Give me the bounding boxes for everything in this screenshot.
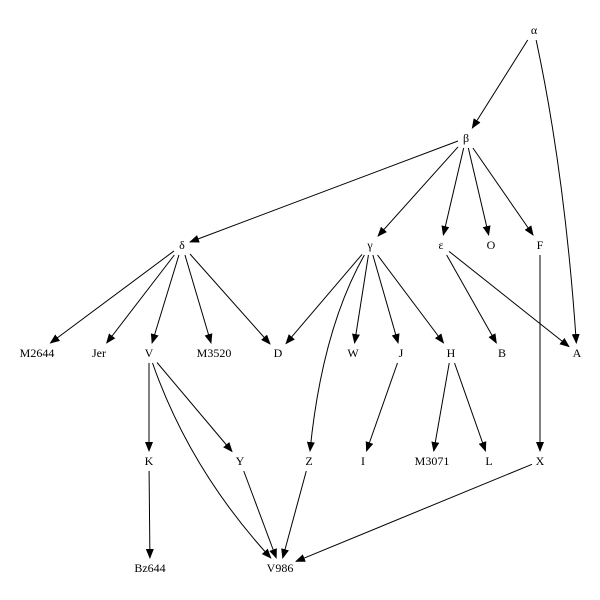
node-V986: V986: [267, 561, 294, 575]
node-delta: δ: [179, 238, 185, 252]
node-K: K: [145, 454, 154, 468]
edge-Y-to-V986: [243, 470, 277, 559]
node-Jer: Jer: [92, 346, 106, 360]
edge-delta-to-D: [189, 253, 271, 345]
edge-epsilon-to-A: [448, 250, 570, 348]
edge-beta-to-delta: [189, 140, 459, 243]
edges-layer: [49, 39, 580, 562]
node-H: H: [447, 346, 456, 360]
edge-V-to-Y: [156, 362, 233, 453]
edge-beta-to-epsilon: [441, 147, 465, 236]
edge-gamma-to-W: [352, 254, 369, 344]
edge-V-to-V986: [152, 362, 272, 559]
node-M3071: M3071: [415, 454, 450, 468]
node-L: L: [485, 454, 492, 468]
edge-beta-to-F: [472, 147, 534, 236]
node-alpha: α: [531, 23, 538, 37]
edge-J-to-I: [365, 362, 398, 452]
edge-beta-to-gamma: [377, 146, 459, 237]
edge-gamma-to-J: [372, 254, 400, 344]
edge-K-to-Bz644: [145, 470, 154, 559]
node-epsilon: ε: [438, 238, 443, 252]
node-X: X: [536, 454, 545, 468]
edge-gamma-to-Z: [306, 254, 365, 452]
node-M3520: M3520: [197, 346, 232, 360]
node-gamma: γ: [366, 238, 373, 252]
node-beta: β: [463, 131, 469, 145]
node-A: A: [573, 346, 582, 360]
node-J: J: [399, 346, 404, 360]
edge-delta-to-V: [150, 254, 180, 344]
node-M2644: M2644: [20, 346, 55, 360]
edge-Z-to-V986: [281, 470, 307, 559]
node-Bz644: Bz644: [134, 561, 165, 575]
edge-H-to-L: [454, 362, 487, 452]
edge-delta-to-M2644: [49, 250, 175, 344]
edge-alpha-to-beta: [471, 39, 529, 129]
node-W: W: [347, 346, 359, 360]
edge-H-to-M3071: [431, 362, 450, 452]
node-Y: Y: [236, 454, 245, 468]
edge-gamma-to-H: [377, 254, 445, 344]
node-F: F: [537, 238, 544, 252]
node-I: I: [361, 454, 365, 468]
node-D: D: [274, 346, 283, 360]
node-B: B: [498, 346, 506, 360]
edge-X-to-V986: [295, 463, 533, 562]
edge-alpha-to-A: [535, 39, 580, 344]
node-V: V: [145, 346, 154, 360]
edge-beta-to-O: [467, 147, 491, 236]
edge-gamma-to-D: [285, 254, 363, 345]
edge-delta-to-Jer: [106, 254, 175, 344]
edge-delta-to-M3520: [184, 254, 213, 344]
node-O: O: [487, 238, 496, 252]
nodes-layer: α β δ γ ε O F M2644 Jer V M3520 D W J H B A K Y Z I M3071 L X Bz…: [20, 23, 582, 575]
node-Z: Z: [305, 454, 312, 468]
edge-epsilon-to-B: [446, 254, 497, 344]
